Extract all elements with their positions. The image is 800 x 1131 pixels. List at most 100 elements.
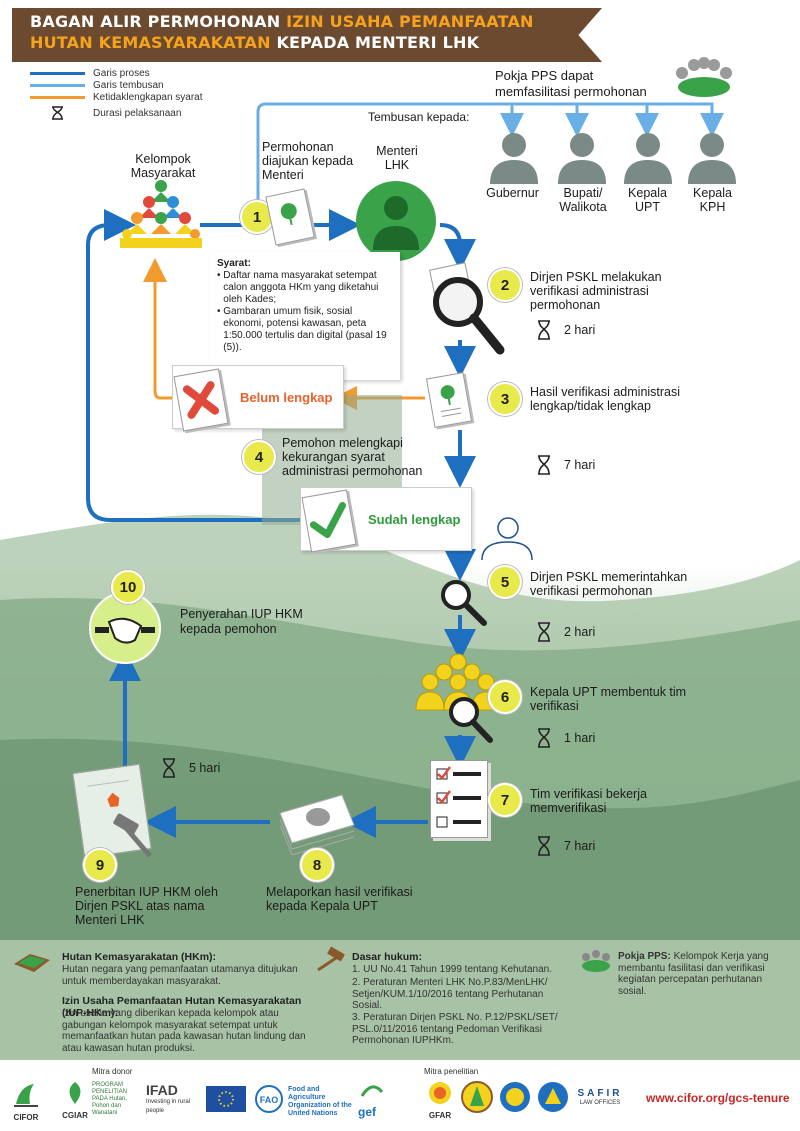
tembusan-label: Tembusan kepada: xyxy=(368,110,470,124)
syarat-item: • Gambaran umum fisik, sosial ekonomi, p… xyxy=(217,306,387,353)
step-9-badge: 9 xyxy=(83,848,117,882)
step-3-text: Hasil verifikasi administrasi lengkap/ti… xyxy=(530,385,681,413)
certificate-icon xyxy=(72,763,152,859)
cgiar-logo: CGIAR xyxy=(60,1080,90,1120)
iup-text: Izin usaha yang diberikan kepada kelompo… xyxy=(62,1008,306,1054)
program-logo: PROGRAM PENELITIAN PADA Hutan, Pohon dan… xyxy=(92,1082,128,1116)
flow-lines xyxy=(86,102,724,838)
title-line-2: HUTAN KEMASYARAKATAN KEPADA MENTERI LHK xyxy=(30,33,479,52)
fao-logo-text: Food and Agriculture Organization of the… xyxy=(288,1086,352,1117)
hourglass-icon xyxy=(163,758,175,778)
eu-flag-logo xyxy=(206,1086,246,1112)
hourglass-icon xyxy=(538,622,550,642)
person-icon xyxy=(490,133,538,184)
step-4-badge: 4 xyxy=(242,440,276,474)
mitra-donor-label: Mitra donor xyxy=(92,1067,133,1076)
land-plots-icon xyxy=(14,954,50,972)
hourglass-icon xyxy=(538,836,550,856)
hourglass-icon xyxy=(538,455,550,475)
magnifier-icon xyxy=(441,580,487,626)
belum-lengkap-label: Belum lengkap xyxy=(240,390,333,405)
step-5-text: Dirjen PSKL memerintahkan verifikasi per… xyxy=(530,570,688,598)
title-highlight: IZIN USAHA PEMANFAATAN xyxy=(286,12,534,31)
tembusan-kepala-kph: Kepala KPH xyxy=(693,186,732,214)
title-text: BAGAN ALIR PERMOHONAN xyxy=(30,12,287,31)
dasar-item: 2. Peraturan Menteri LHK No.P.83/MenLHK/… xyxy=(352,977,548,1011)
community-group-icon xyxy=(120,180,202,248)
syarat-item: • Daftar nama masyarakat setempat calon … xyxy=(217,270,379,305)
legend-incomplete: Ketidaklengkapan syarat xyxy=(30,92,203,103)
gfar-logo: GFAR xyxy=(424,1080,456,1120)
dasar-item: 1. UU No.41 Tahun 1999 tentang Kehutanan… xyxy=(352,964,552,975)
step-7-text: Tim verifikasi bekerja memverifikasi xyxy=(530,787,647,815)
pokja-group-icon xyxy=(676,57,732,97)
syarat-box: Syarat: • Daftar nama masyarakat setempa… xyxy=(210,252,400,380)
person-icon xyxy=(624,133,672,184)
step-9-text: Penerbitan IUP HKM oleh Dirjen PSKL atas… xyxy=(75,885,218,927)
cross-icon xyxy=(182,381,220,419)
pokja-label: Pokja PPS dapat memfasilitasi permohonan xyxy=(495,68,647,99)
title-text: KEPADA MENTERI LHK xyxy=(270,33,480,52)
tembusan-kepala-upt: Kepala UPT xyxy=(628,186,667,214)
tembusan-recipients xyxy=(482,128,742,218)
person-icon xyxy=(558,133,606,184)
ministry-emblem-icon xyxy=(461,1081,493,1113)
pokja-def-title: Pokja PPS: xyxy=(618,951,671,962)
kelompok-label: Kelompok Masyarakat xyxy=(130,152,196,180)
document-icon xyxy=(173,368,229,432)
legend-copy: Garis tembusan xyxy=(30,80,164,91)
magnifier-icon xyxy=(429,262,505,355)
dasar-title: Dasar hukum: xyxy=(352,951,423,963)
step-1-text: Permohonan diajukan kepada Menteri xyxy=(262,140,354,182)
duration-step-4: 7 hari xyxy=(564,458,596,472)
step-8-badge: 8 xyxy=(300,848,334,882)
step-6-text: Kepala UPT membentuk tim verifikasi xyxy=(530,685,687,713)
hourglass-icon xyxy=(538,728,550,748)
legend-process: Garis proses xyxy=(30,68,150,79)
step-2-badge: 2 xyxy=(488,268,522,302)
title-highlight: HUTAN KEMASYARAKATAN xyxy=(30,33,271,52)
iup-title: Izin Usaha Pemanfaatan Hutan Kemasyaraka… xyxy=(62,995,302,1019)
duration-step-5: 2 hari xyxy=(564,625,596,639)
duration-step-7: 7 hari xyxy=(564,839,596,853)
tembusan-bupati: Bupati/ Walikota xyxy=(559,186,607,214)
tembusan-gubernur: Gubernur xyxy=(486,186,539,200)
hkm-title: Hutan Kemasyarakatan (HKm): xyxy=(62,951,217,963)
hourglass-icon xyxy=(52,106,63,120)
duration-step-6: 1 hari xyxy=(564,731,596,745)
checklist-icon xyxy=(430,760,488,838)
report-stack-icon xyxy=(279,794,355,855)
university-emblem-icon xyxy=(500,1082,530,1112)
step-8-text: Melaporkan hasil verifikasi kepada Kepal… xyxy=(266,885,413,913)
person-outline-icon xyxy=(481,517,533,561)
person-icon xyxy=(688,133,736,184)
website-link[interactable]: www.cifor.org/gcs-tenure xyxy=(646,1091,790,1105)
tree-icon xyxy=(440,385,462,418)
document-icon xyxy=(425,372,473,428)
step-2-text: Dirjen PSKL melakukan verifikasi adminis… xyxy=(530,270,662,312)
sudah-lengkap-label: Sudah lengkap xyxy=(368,512,461,527)
step-10-text: Penyerahan IUP HKM kepada pemohon xyxy=(180,607,303,636)
pokja-group-icon xyxy=(582,950,610,972)
document-icon xyxy=(265,188,315,246)
hourglass-icon xyxy=(538,320,550,340)
mitra-penelitian-label: Mitra penelitian xyxy=(424,1067,479,1076)
cifor-logo: CIFOR xyxy=(10,1082,42,1122)
check-icon xyxy=(309,501,346,538)
step-5-badge: 5 xyxy=(488,565,522,599)
step-7-badge: 7 xyxy=(488,783,522,817)
menteri-label: Menteri LHK xyxy=(376,144,418,172)
university-emblem-icon xyxy=(538,1082,568,1112)
tree-icon xyxy=(280,203,297,226)
duration-step-9: 5 hari xyxy=(189,761,221,775)
safir-logo: SAFIR LAW OFFICES xyxy=(577,1088,623,1106)
syarat-title: Syarat: xyxy=(217,258,251,269)
fao-logo-icon: FAO xyxy=(255,1085,283,1113)
title-line-1: BAGAN ALIR PERMOHONAN IZIN USAHA PEMANFA… xyxy=(30,12,534,31)
team-icon xyxy=(415,653,501,743)
gavel-icon xyxy=(317,946,345,972)
legend-duration: Durasi pelaksanaan xyxy=(30,106,181,120)
step-6-badge: 6 xyxy=(488,680,522,714)
minister-icon xyxy=(356,181,436,261)
step-4-text: Pemohon melengkapi kekurangan syarat adm… xyxy=(282,436,423,478)
